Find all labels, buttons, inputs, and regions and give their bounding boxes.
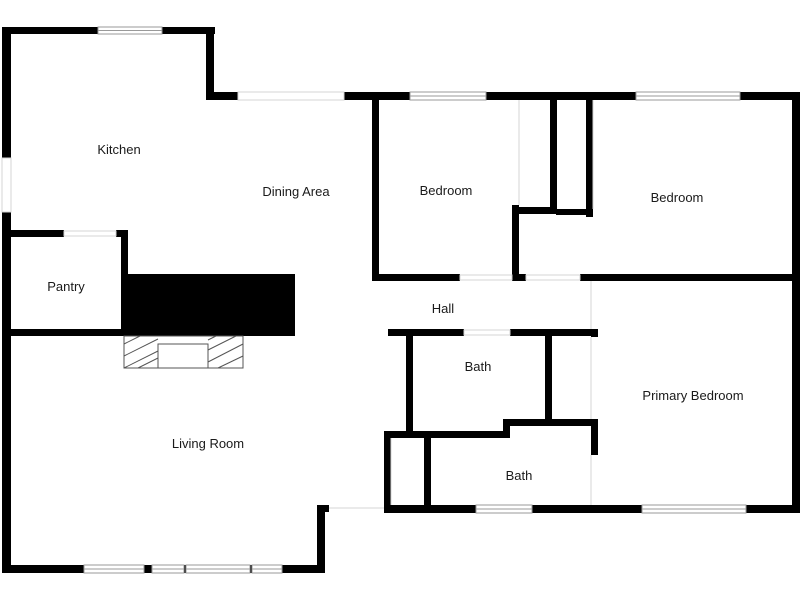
label-pantry: Pantry [47, 279, 85, 294]
wall-primary-stub-top [591, 329, 598, 337]
wall-closet-divider-b [586, 92, 593, 217]
wall-bath-south-riser [503, 419, 510, 438]
window-living-bottom-c [185, 564, 251, 574]
wall-bedroom-left-west [372, 92, 379, 281]
interior-walls [2, 92, 800, 513]
wall-closet-lower-west [384, 431, 391, 513]
wall-left [2, 27, 11, 571]
wall-bedroom-left-east [512, 205, 519, 281]
wall-bedroom-right-south [580, 274, 800, 281]
wall-bath-west [406, 329, 413, 435]
label-hall: Hall [432, 301, 455, 316]
wall-dining-top-right [344, 92, 800, 100]
wall-living-step [317, 505, 329, 512]
opening-dining-top [237, 91, 345, 101]
windows [83, 26, 747, 574]
wall-bath-south-a [388, 431, 510, 438]
label-living-room: Living Room [172, 436, 244, 451]
wall-pantry-south [2, 329, 128, 336]
wall-bath-top-right [510, 329, 598, 336]
kitchen-island [125, 274, 295, 336]
window-bath-bottom [475, 504, 533, 514]
wall-pantry-top-left [2, 230, 64, 237]
wall-bath-lower-west [424, 431, 431, 513]
wall-bedroom-left-south [372, 274, 460, 281]
label-bedroom-right: Bedroom [651, 190, 704, 205]
opening-bedroom-left-door [459, 274, 513, 281]
openings [1, 91, 594, 509]
wall-closet-divider-a [550, 92, 557, 213]
wall-closet-bottom-b [556, 209, 593, 215]
opening-bath-door [463, 329, 511, 336]
label-primary-bedroom: Primary Bedroom [642, 388, 743, 403]
opening-pantry-top [63, 230, 117, 237]
label-bath-lower: Bath [506, 468, 533, 483]
wall-bath-top-left [388, 329, 464, 336]
window-bedroom-left-top [409, 91, 487, 101]
wall-primary-stub-mid [591, 419, 598, 455]
window-living-bottom-d [251, 564, 283, 574]
wall-right [792, 92, 800, 512]
opening-bedroom-right-door [525, 274, 581, 281]
window-living-bottom-b [151, 564, 185, 574]
window-primary-bottom [641, 504, 747, 514]
wall-pantry-east [121, 230, 128, 336]
wall-bottom-right [384, 505, 800, 513]
wall-living-right [317, 505, 325, 573]
wall-bath-south-b [503, 419, 595, 426]
room-labels: Kitchen Dining Area Bedroom Bedroom Pant… [47, 142, 743, 483]
wall-closet-bottom-a [512, 207, 557, 214]
label-bedroom-left: Bedroom [420, 183, 473, 198]
wall-dining-top-left [206, 92, 238, 100]
window-living-bottom-a [83, 564, 145, 574]
wall-bedroom-left-south-b [512, 274, 526, 281]
label-bath-upper: Bath [465, 359, 492, 374]
label-dining-area: Dining Area [262, 184, 330, 199]
opening-kitchen-left [1, 157, 12, 213]
label-kitchen: Kitchen [97, 142, 140, 157]
fireplace-hearth [123, 335, 244, 369]
window-kitchen-top [97, 26, 163, 35]
window-bedroom-right-top [635, 91, 741, 101]
wall-kitchen-notch [206, 27, 214, 100]
wall-bath-east [545, 329, 552, 422]
